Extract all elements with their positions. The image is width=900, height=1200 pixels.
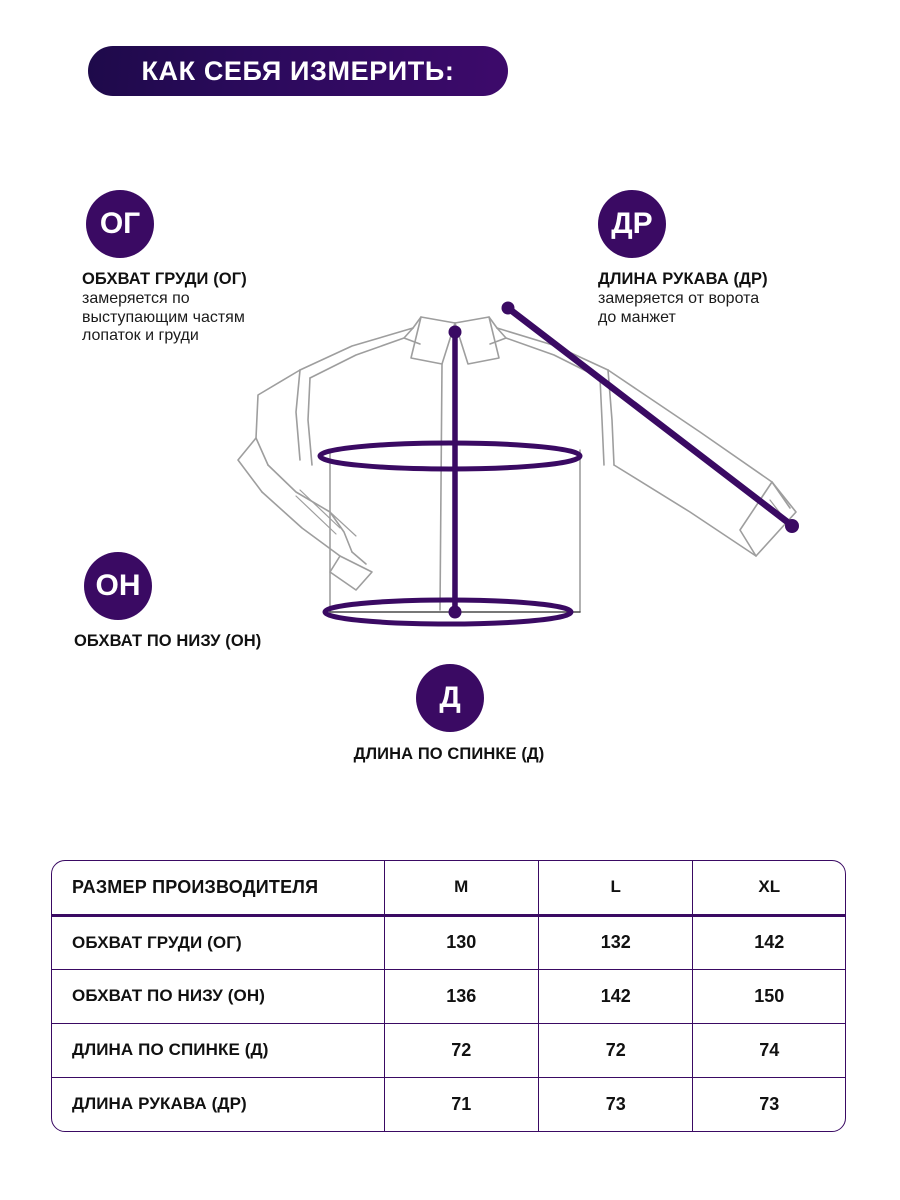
cell-backlength-xl: 74 xyxy=(692,1023,845,1078)
cell-hem-m: 136 xyxy=(384,969,539,1024)
measurement-block-sleeve: ДР ДЛИНА РУКАВА (ДР) замеряется от ворот… xyxy=(598,190,768,327)
back-length-bottom-dot xyxy=(448,605,462,619)
measurement-desc-line: замеряется от ворота xyxy=(598,290,760,307)
measurement-title-hem: ОБХВАТ ПО НИЗУ (ОН) xyxy=(74,632,262,650)
badge-on-label: ОН xyxy=(95,569,141,602)
table-row: ДЛИНА РУКАВА (ДР) 71 73 73 xyxy=(52,1077,845,1131)
measurement-desc-line: лопаток и груди xyxy=(82,327,199,345)
size-table-element: РАЗМЕР ПРОИЗВОДИТЕЛЯ M L XL ОБХВАТ ГРУДИ… xyxy=(52,861,845,1131)
measurement-desc-line: замеряется по xyxy=(82,290,190,307)
cell-sleeve-xl: 73 xyxy=(759,1093,780,1114)
page-title: КАК СЕБЯ ИЗМЕРИТЬ: xyxy=(141,55,455,86)
column-header-xl: XL xyxy=(692,861,845,917)
cell-sleeve-l: 73 xyxy=(538,1077,694,1131)
sleeve-line-start-dot xyxy=(501,301,515,315)
table-row: ОБХВАТ ГРУДИ (ОГ) 130 132 142 xyxy=(52,915,845,970)
badge-d: Д xyxy=(416,664,484,732)
badge-on: ОН xyxy=(84,552,152,620)
cell-chest-xl: 142 xyxy=(692,915,845,970)
measurement-block-chest: ОГ ОБХВАТ ГРУДИ (ОГ) замеряется по высту… xyxy=(82,190,247,346)
table-header-row: РАЗМЕР ПРОИЗВОДИТЕЛЯ M L XL xyxy=(52,861,845,917)
cell-sleeve-m: 71 xyxy=(384,1077,539,1131)
hem-circumference-ellipse xyxy=(322,597,574,627)
column-header-manufacturer-size: РАЗМЕР ПРОИЗВОДИТЕЛЯ xyxy=(52,861,385,917)
garment-illustration xyxy=(0,260,900,660)
column-header-l: L xyxy=(538,861,694,917)
row-label-hem: ОБХВАТ ПО НИЗУ (ОН) xyxy=(52,969,385,1024)
measurement-desc-line: выступающим частям xyxy=(82,308,245,326)
cell-backlength-l: 72 xyxy=(538,1023,694,1078)
table-row: ДЛИНА ПО СПИНКЕ (Д) 72 72 74 xyxy=(52,1023,845,1078)
row-label-backlength: ДЛИНА ПО СПИНКЕ (Д) xyxy=(52,1023,385,1078)
sleeve-line-end-dot xyxy=(785,519,799,533)
measurement-title-chest: ОБХВАТ ГРУДИ (ОГ) xyxy=(82,270,247,288)
cell-backlength-m: 72 xyxy=(384,1023,539,1078)
back-length-top-dot xyxy=(448,325,462,339)
measurement-title-sleeve: ДЛИНА РУКАВА (ДР) xyxy=(598,270,768,288)
row-label-sleeve: ДЛИНА РУКАВА (ДР) xyxy=(52,1077,385,1131)
table-row: ОБХВАТ ПО НИЗУ (ОН) 136 142 150 xyxy=(52,969,845,1024)
badge-og-label: ОГ xyxy=(99,207,141,240)
measurement-title-backlength: ДЛИНА ПО СПИНКЕ (Д) xyxy=(353,745,545,763)
badge-d-label: Д xyxy=(439,681,461,714)
header-badge: КАК СЕБЯ ИЗМЕРИТЬ: xyxy=(88,46,508,96)
measurement-block-hem: ОН ОБХВАТ ПО НИЗУ (ОН) xyxy=(74,552,261,651)
size-table: РАЗМЕР ПРОИЗВОДИТЕЛЯ M L XL ОБХВАТ ГРУДИ… xyxy=(51,860,846,1132)
cell-hem-xl: 150 xyxy=(692,969,845,1024)
measurement-block-backlength: Д ДЛИНА ПО СПИНКЕ (Д) xyxy=(354,664,574,764)
chest-circumference-ellipse xyxy=(317,440,583,472)
row-label-chest: ОБХВАТ ГРУДИ (ОГ) xyxy=(52,915,385,970)
cell-hem-l: 142 xyxy=(538,969,694,1024)
badge-og: ОГ xyxy=(86,190,154,258)
cell-chest-l: 132 xyxy=(538,915,694,970)
measurement-desc-line: до манжет xyxy=(598,308,676,326)
measurement-overlays xyxy=(317,301,799,627)
badge-dr: ДР xyxy=(598,190,666,258)
badge-dr-label: ДР xyxy=(611,207,653,240)
sleeve-length-line xyxy=(504,304,794,528)
cell-chest-m: 130 xyxy=(384,915,539,970)
column-header-m: M xyxy=(384,861,539,917)
